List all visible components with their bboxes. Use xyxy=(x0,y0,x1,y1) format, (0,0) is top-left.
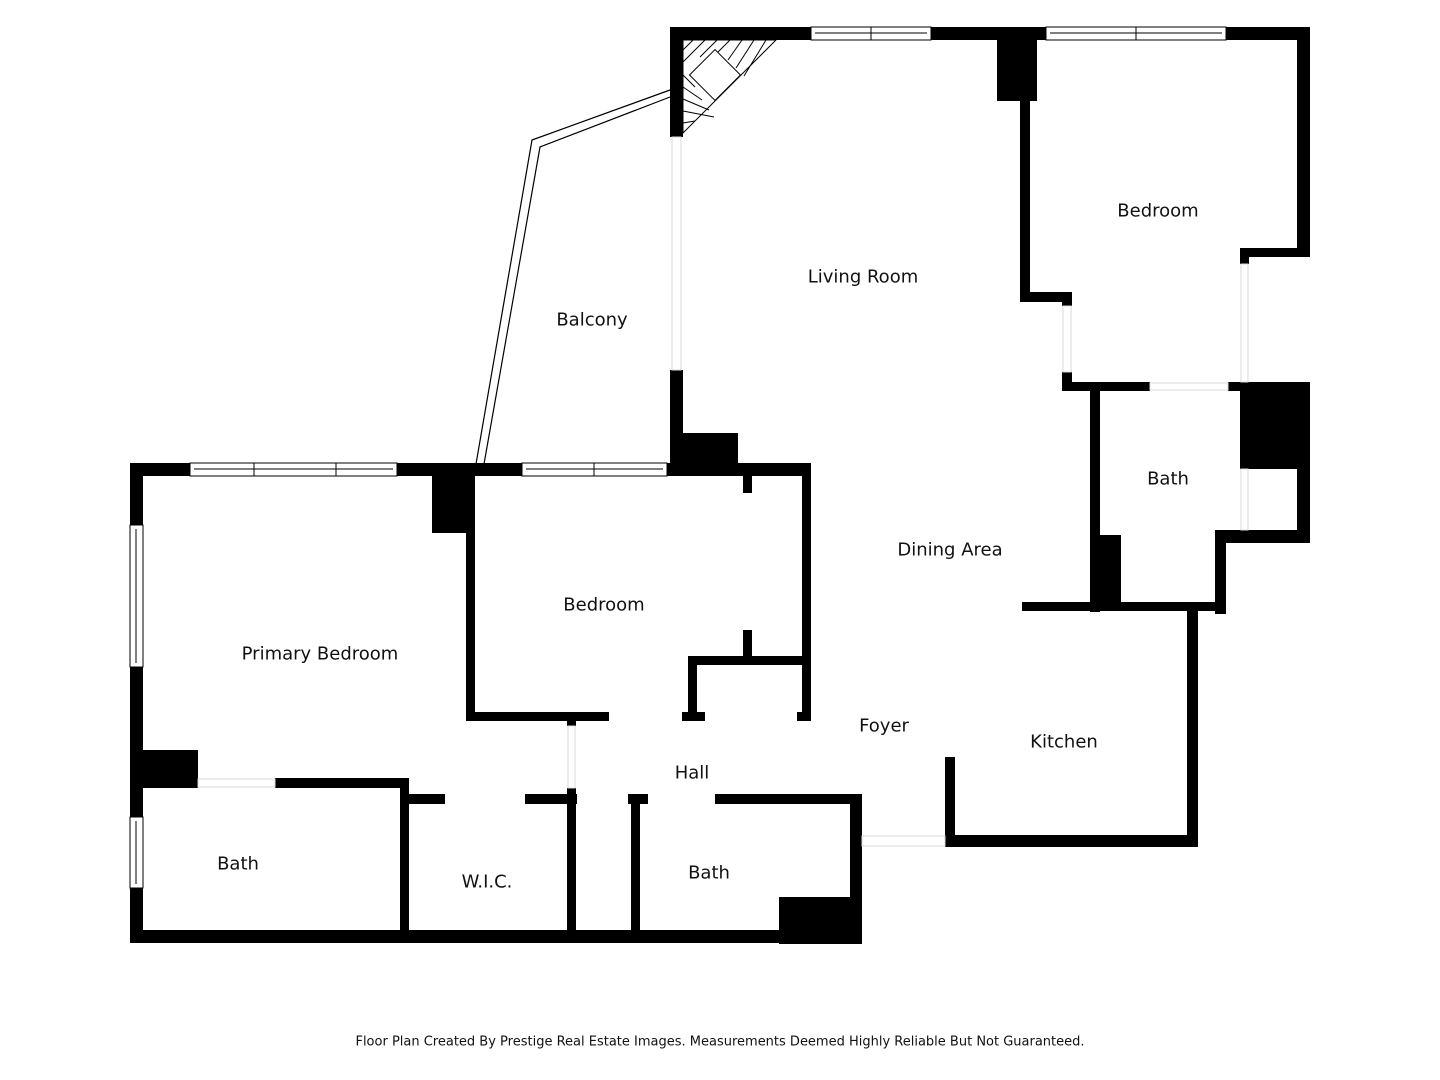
room-label-living-room: Living Room xyxy=(807,266,919,288)
walls xyxy=(130,27,1310,944)
room-label-bedroom-mid: Bedroom xyxy=(563,594,645,616)
window-bath-left xyxy=(129,816,144,889)
room-label-primary-bedroom: Primary Bedroom xyxy=(241,643,399,665)
room-label-bath-hall: Bath xyxy=(688,862,730,884)
balcony-railing xyxy=(475,89,671,465)
footer-disclaimer: Floor Plan Created By Prestige Real Esta… xyxy=(355,1034,1085,1050)
openings xyxy=(197,136,1249,847)
room-label-foyer: Foyer xyxy=(859,715,909,737)
windows xyxy=(129,26,1227,889)
window-living-top-1 xyxy=(810,26,932,41)
room-label-kitchen: Kitchen xyxy=(1030,731,1098,753)
room-label-bath-ne: Bath xyxy=(1147,468,1189,490)
window-bedroom-mid-top xyxy=(521,462,668,477)
room-label-hall: Hall xyxy=(674,762,710,784)
room-label-balcony: Balcony xyxy=(556,309,628,331)
room-label-bath-sw: Bath xyxy=(217,853,259,875)
room-label-bedroom-ne: Bedroom xyxy=(1117,200,1199,222)
window-bedroom-top xyxy=(1045,26,1227,41)
window-primary-left xyxy=(129,524,144,668)
window-primary-top xyxy=(189,462,398,477)
fireplace xyxy=(682,39,778,135)
room-label-dining-area: Dining Area xyxy=(897,539,1003,561)
room-label-wic: W.I.C. xyxy=(461,871,513,893)
